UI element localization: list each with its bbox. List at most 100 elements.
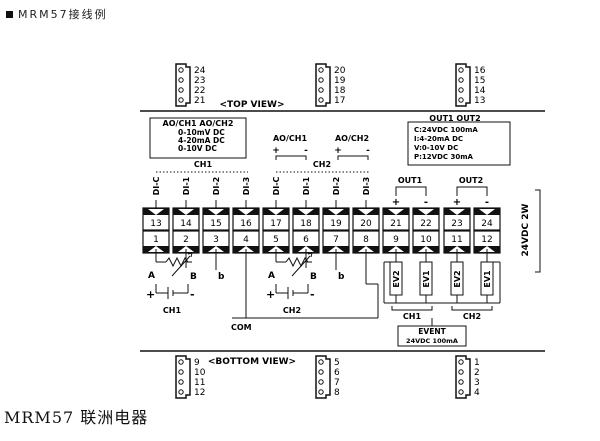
terminal-number: 19 (330, 219, 342, 229)
connector-body (175, 63, 191, 107)
di-terminal-label: DI-C (152, 176, 161, 195)
out-label-group: OUT1 OUT2 + - + - (392, 176, 489, 208)
terminal-number: 18 (300, 219, 312, 229)
terminal-number: 8 (363, 235, 369, 245)
connector-pin (178, 379, 184, 385)
out-spec-header: OUT1 OUT2 (429, 114, 480, 123)
ev-relay: EV1 (419, 261, 433, 296)
lower-labels: A B b A B b + - + - CH1 CH2 COM CH1 CH2 … (146, 271, 481, 345)
connector-pin (318, 97, 324, 103)
ao-ch1-bracket (275, 155, 307, 160)
connector-pin (458, 87, 464, 93)
terminal: 17 (262, 207, 290, 231)
pot-ch1-b-label: B (190, 272, 197, 282)
event-label: EVENT (418, 327, 446, 336)
minus-sign: - (190, 288, 195, 301)
terminal: 23 (443, 207, 471, 231)
terminal-wedge (479, 209, 495, 215)
connector-pin (318, 379, 324, 385)
terminal-number: 12 (481, 235, 492, 245)
connector-pin-number: 16 (474, 66, 486, 76)
source-ch2-label: CH2 (283, 306, 301, 315)
di-terminal-label: DI-2 (212, 177, 221, 196)
ev-relay-label: EV2 (453, 270, 462, 287)
connector-pin-number: 14 (474, 86, 486, 96)
ev-ch1-label: CH1 (403, 312, 422, 321)
connector-pin-number: 21 (194, 96, 205, 106)
out-spec-line-2: I:4-20mA DC (414, 135, 463, 143)
connector-pin (318, 67, 324, 73)
out2-label: OUT2 (459, 176, 483, 185)
terminal-number: 1 (153, 235, 159, 245)
page-title: MRM57接线例 (6, 6, 108, 22)
out1-label: OUT1 (398, 176, 423, 185)
pot-ch1-b-lower-label: b (218, 272, 225, 282)
out-spec-box: OUT1 OUT2 C:24VDC 100mA I:4-20mA DC V:0-… (407, 114, 511, 166)
connector-pin (178, 77, 184, 83)
plus-sign: + (272, 146, 280, 156)
ev-relay-body (389, 261, 403, 296)
plus-sign: + (266, 288, 275, 301)
ao-spec-line-1: 0-10mV DC (178, 128, 225, 137)
terminal-number: 14 (180, 219, 192, 229)
connector-pin-number: 3 (474, 378, 480, 388)
ch2-label: CH2 (313, 160, 331, 169)
di-terminal-label: DI-1 (302, 176, 311, 195)
terminal-wedge (449, 209, 465, 215)
di-terminal-label: DI-2 (332, 177, 341, 196)
terminal: 13 (142, 207, 170, 231)
terminal-number: 4 (243, 235, 249, 245)
top-view-label: <TOP VIEW> (220, 100, 285, 110)
pot-ch2-b-lower-label: b (338, 272, 345, 282)
terminal: 19 (322, 207, 350, 231)
title-bullet (6, 10, 13, 18)
ao-spec-line-2: 4-20mA DC (178, 136, 225, 145)
wiring-lines (155, 249, 501, 347)
terminal-number: 5 (273, 235, 279, 245)
ev-relay-body (480, 261, 494, 296)
plus-sign: + (146, 288, 155, 301)
ev-relay-body (450, 261, 464, 296)
ev-relay: EV1 (480, 261, 494, 296)
terminal-number: 21 (390, 219, 401, 229)
power-supply-label: 24VDC 2W (521, 203, 531, 256)
terminal-wedge (418, 209, 434, 215)
connector-pin (458, 67, 464, 73)
connector-pin (458, 389, 464, 395)
page-title-text: MRM57接线例 (18, 8, 108, 21)
connector-pin (458, 97, 464, 103)
connector-body (315, 355, 331, 399)
footer-caption: MRM57 联洲电器 (4, 408, 149, 427)
source-ch1-label: CH1 (163, 306, 182, 315)
connector-pin-number: 8 (334, 388, 340, 398)
terminal-number: 23 (451, 219, 462, 229)
connector-pin (458, 77, 464, 83)
ao-ch2-bracket (337, 155, 369, 160)
connector-pin (178, 87, 184, 93)
terminal-wedge (148, 209, 164, 215)
terminal-number: 15 (210, 219, 221, 229)
ev-ch2-label: CH2 (463, 312, 481, 321)
connector-pin-number: 15 (474, 76, 485, 86)
connector-pin (318, 389, 324, 395)
power-supply-marker: 24VDC 2W (521, 189, 541, 273)
ao-ch1-label: AO/CH1 (273, 134, 307, 143)
di-terminal-label: DI-1 (182, 176, 191, 195)
ev-relay-body (419, 261, 433, 296)
terminal: 14 (172, 207, 200, 231)
terminal-number: 9 (393, 235, 399, 245)
ao-spec-box: AO/CH1 AO/CH2 0-10mV DC 4-20mA DC 0-10V … (149, 117, 247, 159)
ch1-label: CH1 (194, 160, 213, 169)
connector-pin (318, 359, 324, 365)
connector-pin (318, 77, 324, 83)
plus-sign: + (334, 146, 342, 156)
connector-pin (178, 389, 184, 395)
out-spec-line-3: V:0-10V DC (414, 144, 458, 152)
event-rating-label: 24VDC 100mA (406, 337, 458, 345)
